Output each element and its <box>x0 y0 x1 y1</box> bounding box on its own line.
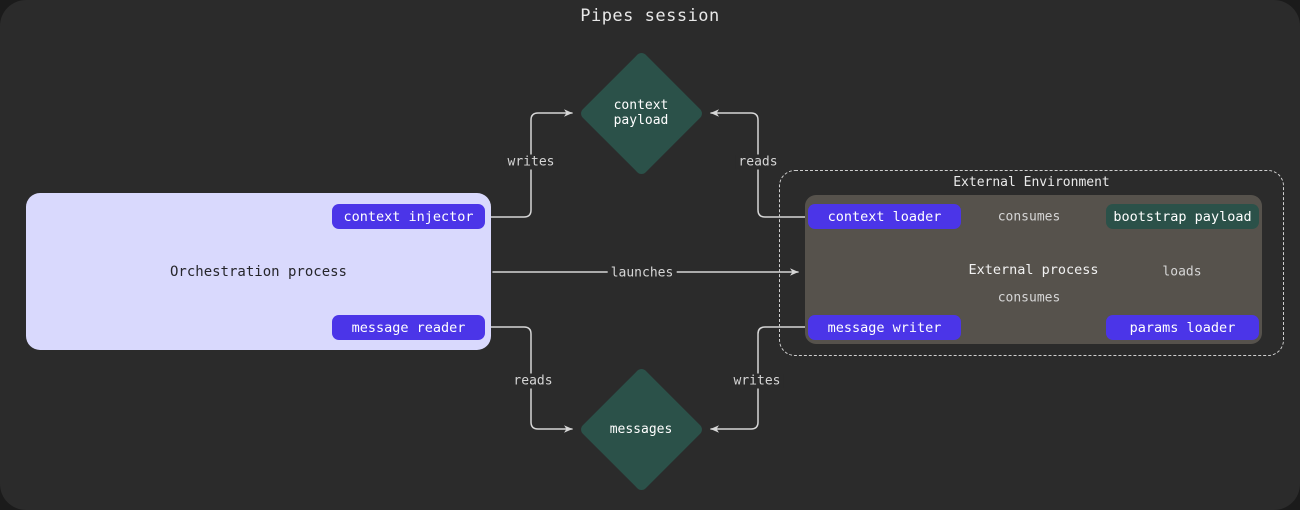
node-message-writer[interactable]: message writer <box>808 315 961 340</box>
node-context-payload[interactable]: context payload <box>578 50 704 176</box>
node-messages-label: messages <box>578 366 704 492</box>
page-title: Pipes session <box>580 6 720 26</box>
node-message-reader[interactable]: message reader <box>332 315 485 340</box>
node-context-loader[interactable]: context loader <box>808 204 961 229</box>
edge-label-consumes-context: consumes <box>994 209 1064 225</box>
node-bootstrap-payload[interactable]: bootstrap payload <box>1106 204 1259 229</box>
edge-label-reads-context: reads <box>735 154 781 170</box>
edge-label-consumes-message: consumes <box>994 290 1064 306</box>
external-process-label: External process <box>968 261 1099 278</box>
edge-label-reads-messages: reads <box>510 373 556 389</box>
node-context-payload-label: context payload <box>578 50 704 176</box>
external-environment-boundary <box>779 170 1284 356</box>
external-environment-label: External Environment <box>953 175 1110 190</box>
edge-label-loads: loads <box>1159 264 1205 280</box>
messages-line-1: messages <box>609 421 673 437</box>
context-payload-line-1: context <box>613 98 669 113</box>
node-params-loader[interactable]: params loader <box>1106 315 1259 340</box>
edge-label-launches: launches <box>607 265 677 281</box>
context-payload-line-2: payload <box>613 113 669 128</box>
edge-label-writes-messages: writes <box>730 373 784 389</box>
orchestration-process-label: Orchestration process <box>169 263 347 280</box>
node-messages[interactable]: messages <box>578 366 704 492</box>
edge-label-writes-context: writes <box>504 154 558 170</box>
node-context-injector[interactable]: context injector <box>332 204 485 229</box>
